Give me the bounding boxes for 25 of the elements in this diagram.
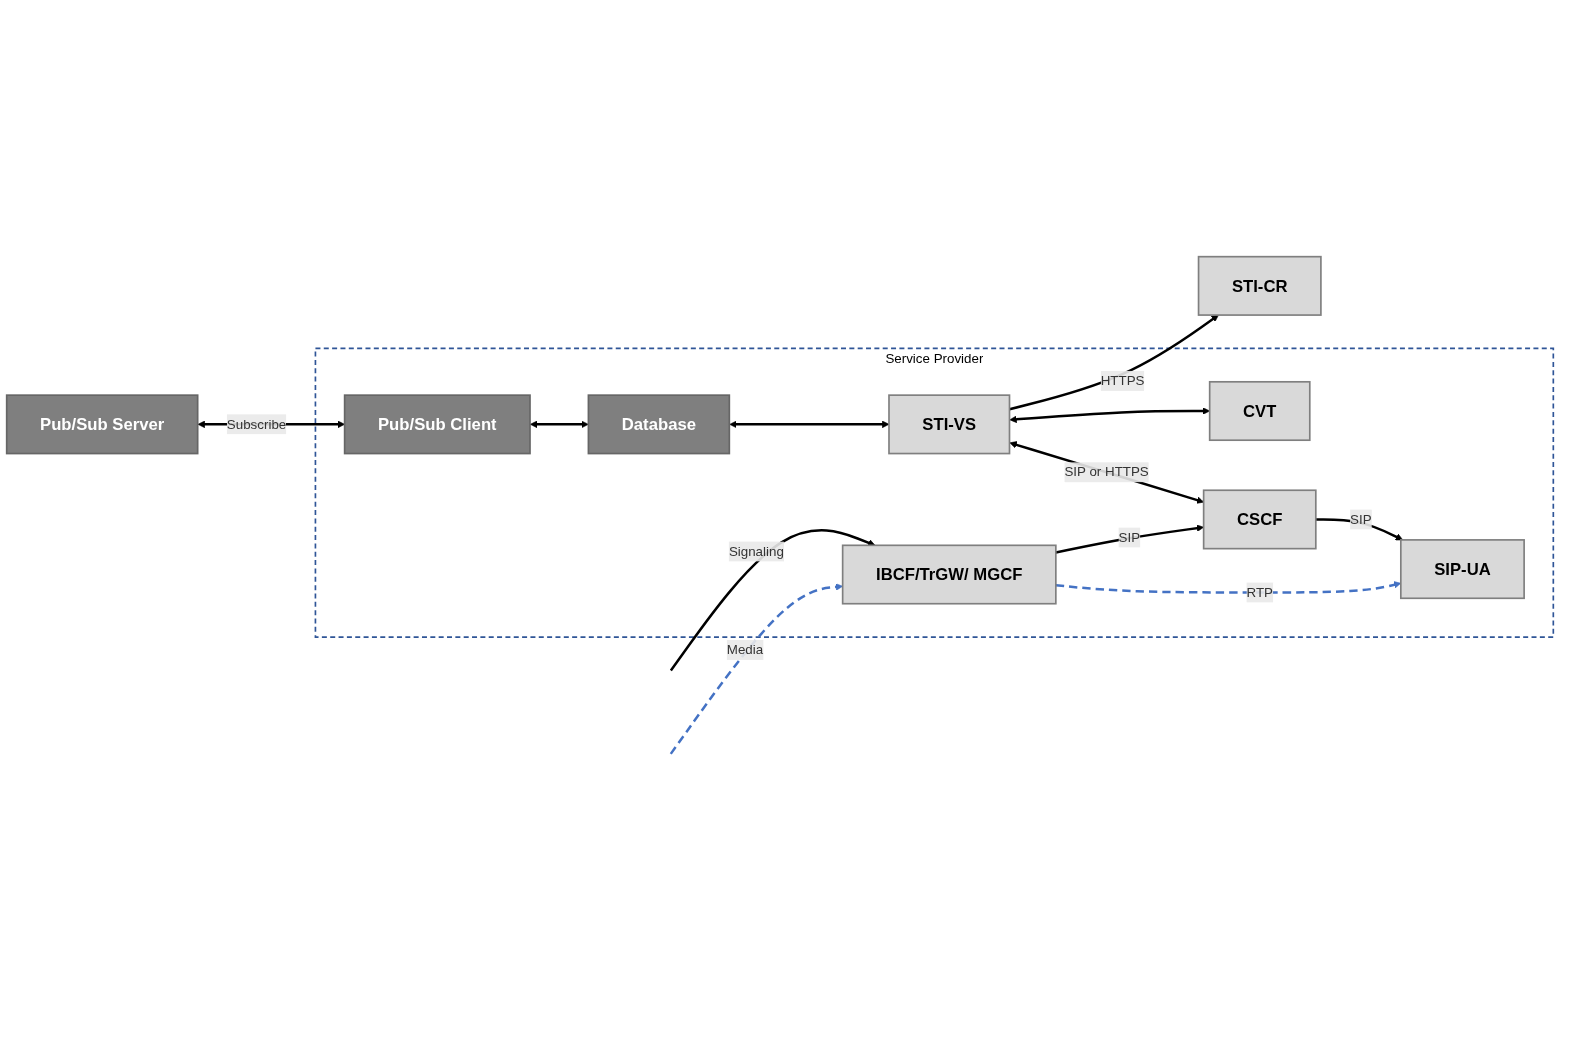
node-box: STI-VS: [888, 394, 1011, 455]
edge-label: SIP: [1118, 530, 1141, 545]
node-box: SIP-UA: [1400, 539, 1525, 600]
edge-label: SIP or HTTPS: [1064, 464, 1149, 480]
arrow: [1009, 441, 1204, 504]
arrow: [1055, 524, 1204, 554]
edge-label: Media: [726, 642, 764, 657]
edge-label: Signaling: [728, 544, 784, 559]
node-box: Database: [587, 394, 731, 455]
node-box: CSCF: [1202, 489, 1317, 550]
edge-label: HTTPS: [1100, 373, 1145, 388]
node-box: CVT: [1208, 381, 1311, 442]
arrow: [669, 583, 843, 755]
arrow: [669, 529, 876, 672]
edge-label: Subscribe: [226, 416, 287, 432]
node-box: IBCF/TrGW/ MGCF: [841, 544, 1057, 605]
node-box: Pub/Sub Server: [5, 394, 199, 455]
arrow: [1009, 314, 1219, 411]
arrow: [1009, 407, 1210, 423]
node-box: Pub/Sub Client: [343, 394, 531, 455]
arrow: [530, 420, 589, 429]
edge-label: RTP: [1246, 584, 1273, 600]
arrow: [1315, 518, 1404, 541]
edge-label: SIP: [1350, 511, 1372, 527]
node-box: STI-CR: [1197, 255, 1322, 316]
